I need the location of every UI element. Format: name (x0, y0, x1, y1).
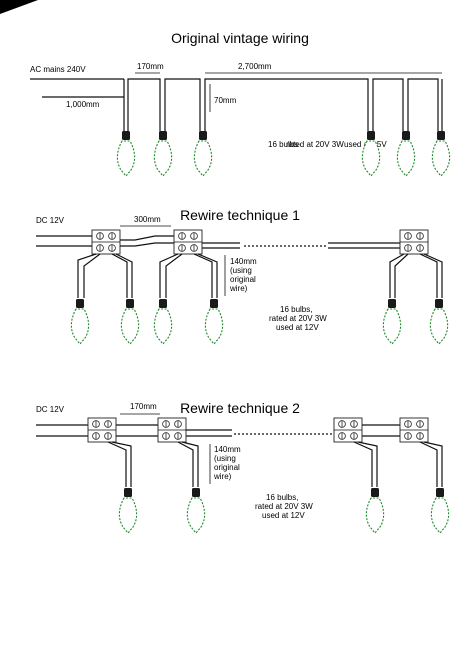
bulb-icon (70, 298, 90, 345)
bulb-icon (116, 130, 136, 177)
section2-dim-140-original: original (230, 275, 256, 284)
section2-dim-140-using: (using (230, 266, 252, 275)
section1-dim-170: 170mm (137, 62, 164, 71)
section-original-wiring: Original vintage wiring AC mains 240V 1,… (30, 30, 451, 177)
bulb-icon (118, 487, 138, 534)
bulb-icon (204, 298, 224, 345)
bulb-icon (186, 487, 206, 534)
section3-note-rating: rated at 20V 3W (255, 502, 313, 511)
section2-note-used: used at 12V (276, 323, 319, 332)
bulb-icon (120, 298, 140, 345)
section1-note-rating: rated at 20V 3W (286, 140, 344, 149)
section2-dim-300: 300mm (134, 215, 161, 224)
bulb-icon (365, 487, 385, 534)
terminal-block-icon (157, 417, 187, 443)
corner-mark-icon (0, 0, 38, 14)
terminal-block-icon (399, 417, 429, 443)
section2-note-rating: rated at 20V 3W (269, 314, 327, 323)
terminal-block-icon (91, 229, 121, 255)
section1-dim-1000: 1,000mm (66, 100, 100, 109)
section2-title: Rewire technique 1 (180, 207, 300, 223)
section1-dim-2700: 2,700mm (238, 62, 272, 71)
section2-supply-label: DC 12V (36, 216, 65, 225)
section2-note-bulbs: 16 bulbs, (280, 305, 312, 314)
section3-dim-140-original: original (214, 463, 240, 472)
section1-title: Original vintage wiring (171, 30, 309, 46)
bulb-icon (382, 298, 402, 345)
bulb-icon (153, 298, 173, 345)
terminal-block-icon (333, 417, 363, 443)
bulb-icon (431, 130, 451, 177)
section3-dim-140: 140mm (214, 445, 241, 454)
terminal-block-icon (87, 417, 117, 443)
bulb-icon (193, 130, 213, 177)
section3-note-bulbs: 16 bulbs, (266, 493, 298, 502)
section3-note-used: used at 12V (262, 511, 305, 520)
section3-dim-140-wire: wire) (213, 472, 232, 481)
bulb-icon (396, 130, 416, 177)
bulb-icon (429, 298, 449, 345)
section-rewire-technique-1: Rewire technique 1 DC 12V 300mm 140mm (u (36, 207, 449, 345)
section3-dim-140-using: (using (214, 454, 236, 463)
section3-supply-label: DC 12V (36, 405, 65, 414)
section3-title: Rewire technique 2 (180, 400, 300, 416)
section3-dim-170: 170mm (130, 402, 157, 411)
section2-dim-140-wire: wire) (229, 284, 248, 293)
section1-supply-label: AC mains 240V (30, 65, 86, 74)
section-rewire-technique-2: Rewire technique 2 DC 12V 170mm 140mm (u… (36, 400, 450, 534)
bulb-icon (153, 130, 173, 177)
section1-note-bulbs: 16 bulbs (268, 140, 298, 149)
terminal-block-icon (399, 229, 429, 255)
bulb-icon (430, 487, 450, 534)
section2-dim-140: 140mm (230, 257, 257, 266)
section1-dim-70: 70mm (214, 96, 237, 105)
terminal-block-icon (173, 229, 203, 255)
bulb-icon (361, 130, 381, 177)
